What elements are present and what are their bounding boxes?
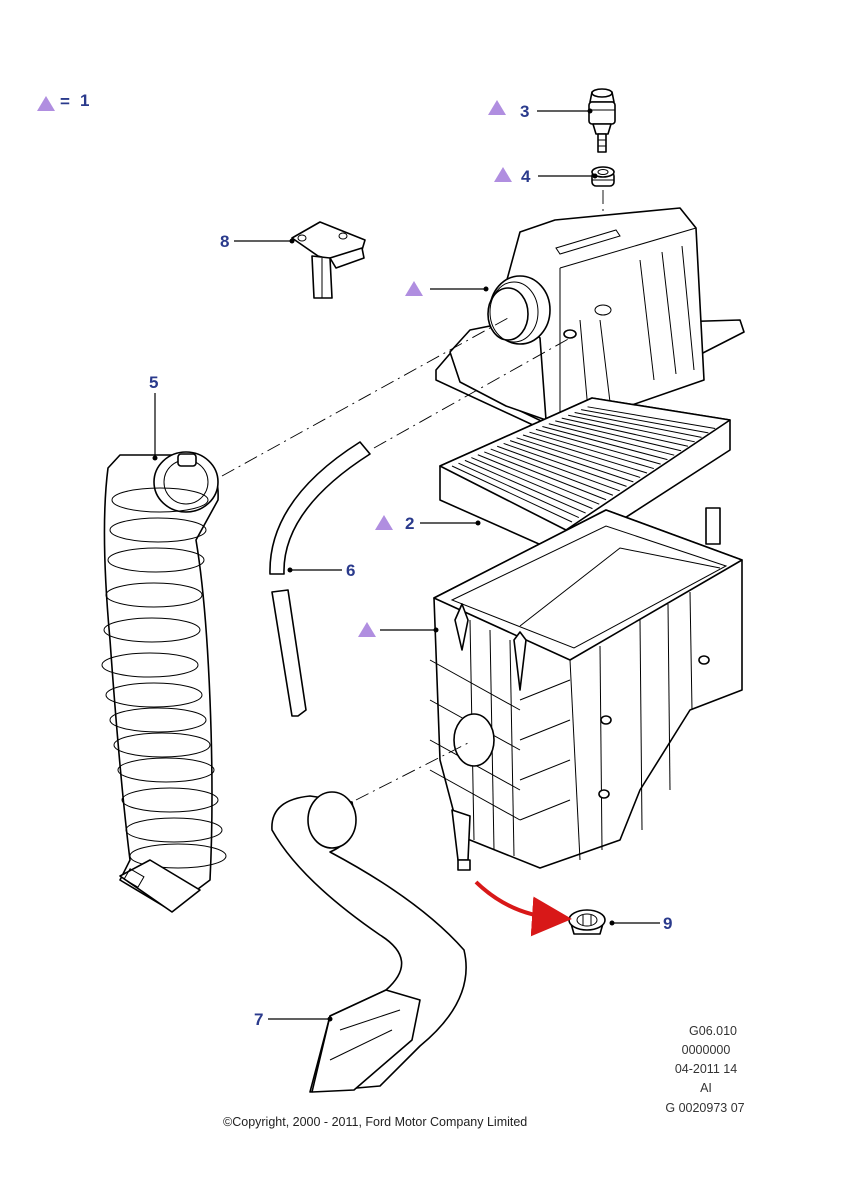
part-6-breather-hose xyxy=(269,441,371,717)
part-7-intake-duct xyxy=(271,791,467,1093)
hose-ring xyxy=(113,732,211,758)
callout-1-cover-triangle-icon xyxy=(405,281,423,296)
part-8-maf-sensor xyxy=(291,221,366,299)
callout-7-label: 7 xyxy=(254,1010,264,1029)
reference-line-2: 0000000 xyxy=(681,1043,731,1057)
part-1-cover xyxy=(435,207,745,433)
filter-pleat xyxy=(477,454,600,505)
callout-2-label: 2 xyxy=(405,514,415,533)
callout-4-triangle-icon xyxy=(494,167,512,182)
filter-pleat xyxy=(529,431,654,470)
hose-ring xyxy=(105,682,203,708)
filter-pleat xyxy=(458,462,580,519)
hose-ring xyxy=(125,817,223,843)
filter-pleat xyxy=(522,434,648,474)
reference-line-3: 04-2011 14 xyxy=(674,1062,738,1076)
part-9-drain-valve xyxy=(568,909,606,935)
filter-pleat xyxy=(490,448,614,496)
legend-equals: = xyxy=(60,92,70,111)
part-3-valve xyxy=(588,88,616,153)
callout-5-label: 5 xyxy=(149,373,159,392)
filter-pleat xyxy=(587,406,716,429)
filter-pleat xyxy=(451,465,573,523)
legend-triangle-icon xyxy=(37,96,55,111)
hose-ring xyxy=(129,843,227,869)
red-arrow-icon xyxy=(474,880,572,937)
reference-line-4: AI xyxy=(700,1081,712,1095)
part-2-filter xyxy=(439,397,731,557)
callout-3-triangle-icon xyxy=(488,100,506,115)
part-1-housing xyxy=(429,507,743,871)
hose-ring xyxy=(105,582,203,608)
callout-2-triangle-icon xyxy=(375,515,393,530)
filter-pleat xyxy=(561,417,689,447)
callout-6-label: 6 xyxy=(346,561,356,580)
filter-pleat xyxy=(497,445,620,492)
hose-ring xyxy=(109,707,207,733)
hose-ring xyxy=(109,517,207,543)
callout-8-label: 8 xyxy=(220,232,230,251)
callout-1-housing-triangle-icon xyxy=(358,622,376,637)
part-4-grommet xyxy=(591,166,615,187)
filter-pleat xyxy=(542,426,668,461)
hose-ring xyxy=(121,787,219,813)
filter-pleat xyxy=(555,420,682,452)
part-5-intake-hose xyxy=(101,451,227,913)
filter-pleat xyxy=(471,457,593,510)
hose-ring xyxy=(111,487,209,513)
callout-9-label: 9 xyxy=(663,914,673,933)
filter-pleat xyxy=(548,423,675,456)
hose-ring xyxy=(101,652,199,678)
reference-line-5: G 0020973 07 xyxy=(665,1101,745,1115)
leader-lines xyxy=(152,108,660,1022)
filter-pleat xyxy=(535,428,661,465)
callout-3-label: 3 xyxy=(520,102,530,121)
filter-pleat xyxy=(509,440,634,483)
filter-pleat xyxy=(503,442,627,487)
hose-ring xyxy=(103,617,201,643)
hose-ring xyxy=(117,757,215,783)
filter-pleat xyxy=(581,409,709,434)
callout-4-label: 4 xyxy=(521,167,531,186)
filter-pleat xyxy=(574,411,702,438)
filter-pleat xyxy=(568,414,695,443)
reference-line-1: G06.010 xyxy=(689,1024,737,1038)
filter-pleat xyxy=(484,451,607,501)
copyright-text: ©Copyright, 2000 - 2011, Ford Motor Comp… xyxy=(223,1115,528,1129)
hose-ring xyxy=(107,547,205,573)
filter-pleat xyxy=(464,459,586,514)
legend-value: 1 xyxy=(80,91,90,110)
filter-pleat xyxy=(516,437,641,478)
